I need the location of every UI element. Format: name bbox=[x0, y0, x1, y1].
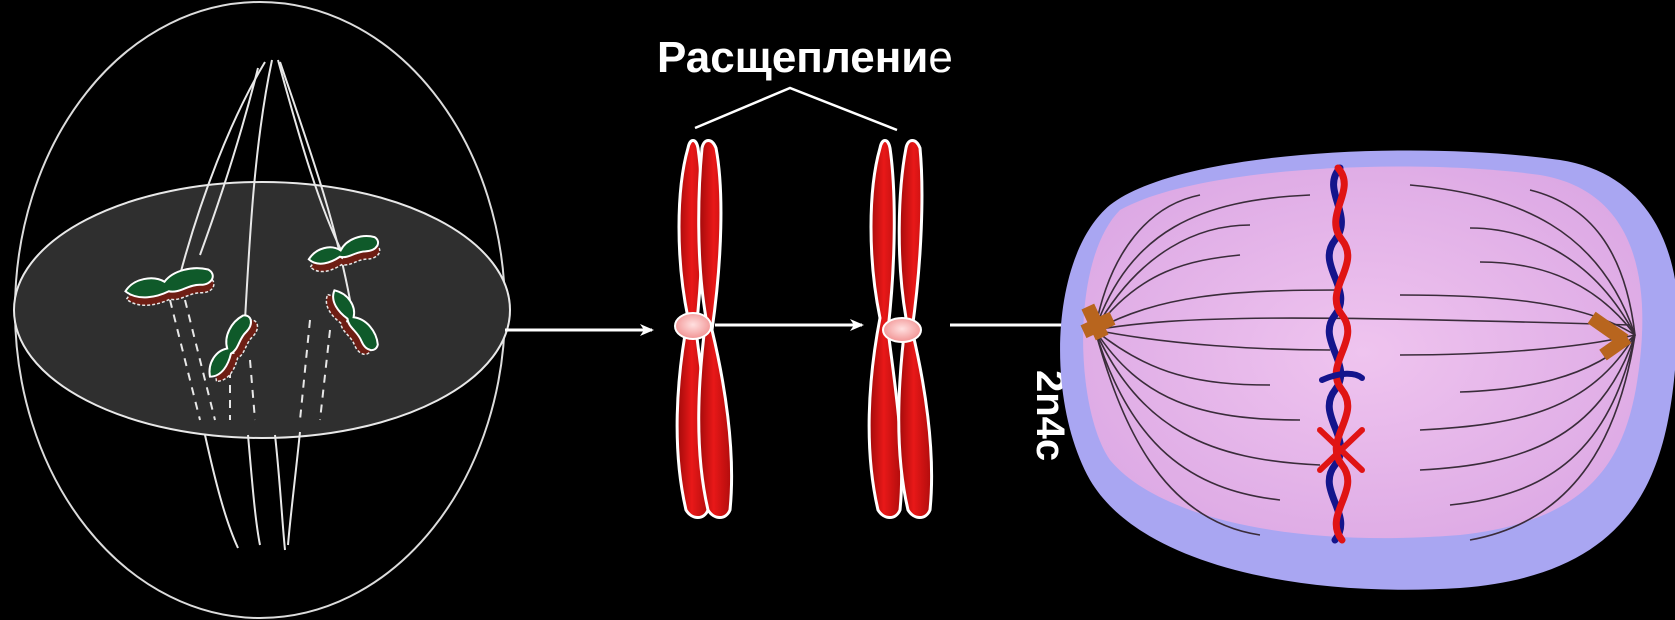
title-label: Расщепление bbox=[657, 33, 953, 82]
spindle-cell bbox=[14, 2, 510, 618]
title-suffix: е bbox=[928, 33, 952, 82]
centromere-1 bbox=[675, 313, 711, 339]
title-main: Расщеплени bbox=[657, 33, 928, 82]
centromere-2 bbox=[883, 318, 921, 342]
metaphase-cell bbox=[1060, 150, 1675, 589]
metaphase-plate bbox=[14, 182, 510, 438]
chromosome-2 bbox=[869, 141, 931, 518]
title-bracket bbox=[695, 88, 897, 130]
spindle-fibers-lower bbox=[205, 432, 300, 550]
chromosome-1 bbox=[675, 141, 732, 518]
